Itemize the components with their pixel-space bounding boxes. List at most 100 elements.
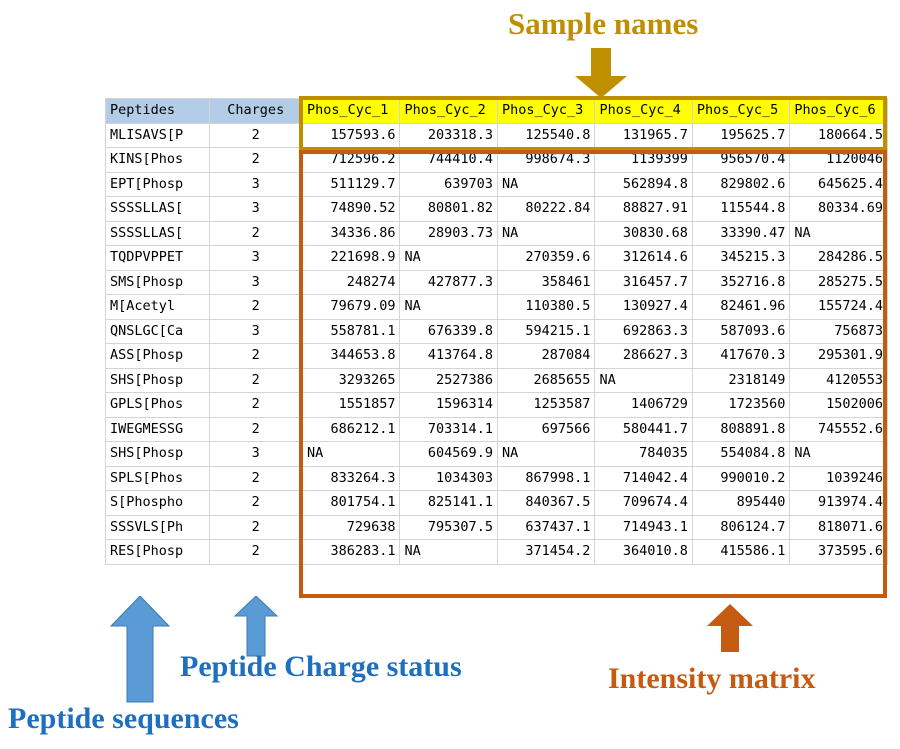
charge-cell[interactable]: 3 [208,441,303,467]
intensity-cell[interactable]: 1120046 [789,147,888,173]
intensity-cell[interactable]: 1551857 [301,392,401,418]
intensity-cell[interactable]: 2527386 [399,367,498,393]
intensity-cell[interactable]: NA [399,245,498,271]
intensity-cell[interactable]: NA [399,294,498,320]
intensity-cell[interactable]: 1502006 [789,392,888,418]
intensity-cell[interactable]: 729638 [301,514,401,540]
intensity-cell[interactable]: 352716.8 [691,269,791,295]
intensity-cell[interactable]: 4120553 [789,367,888,393]
intensity-cell[interactable]: 130927.4 [594,294,693,320]
peptide-sequence-cell[interactable]: M[Acetyl [105,294,210,320]
intensity-cell[interactable]: NA [496,441,596,467]
peptide-sequence-cell[interactable]: SHS[Phosp [105,441,210,467]
intensity-cell[interactable]: 1406729 [594,392,693,418]
intensity-cell[interactable]: 1596314 [399,392,498,418]
intensity-cell[interactable]: 386283.1 [301,539,401,565]
intensity-cell[interactable]: 895440 [691,490,791,516]
intensity-cell[interactable]: 594215.1 [496,318,596,344]
intensity-cell[interactable]: 676339.8 [399,318,498,344]
intensity-cell[interactable]: 80801.82 [399,196,498,222]
column-header-peptides[interactable]: Peptides [105,98,210,124]
peptide-sequence-cell[interactable]: S[Phospho [105,490,210,516]
intensity-cell[interactable]: 808891.8 [691,416,791,442]
charge-cell[interactable]: 3 [208,196,303,222]
peptide-sequence-cell[interactable]: KINS[Phos [105,147,210,173]
peptide-sequence-cell[interactable]: ASS[Phosp [105,343,210,369]
intensity-cell[interactable]: 316457.7 [594,269,693,295]
intensity-cell[interactable]: 745552.6 [789,416,888,442]
peptide-sequence-cell[interactable]: SSSSLLAS[ [105,196,210,222]
intensity-cell[interactable]: 511129.7 [301,171,401,197]
intensity-cell[interactable]: 371454.2 [496,539,596,565]
column-header-sample-3[interactable]: Phos_Cyc_3 [496,98,596,124]
intensity-cell[interactable]: 287084 [496,343,596,369]
intensity-cell[interactable]: 806124.7 [691,514,791,540]
column-header-sample-4[interactable]: Phos_Cyc_4 [594,98,693,124]
column-header-sample-2[interactable]: Phos_Cyc_2 [399,98,498,124]
intensity-cell[interactable]: 795307.5 [399,514,498,540]
peptide-sequence-cell[interactable]: RES[Phosp [105,539,210,565]
intensity-cell[interactable]: 358461 [496,269,596,295]
intensity-cell[interactable]: 956570.4 [691,147,791,173]
intensity-cell[interactable]: 34336.86 [301,220,401,246]
intensity-cell[interactable]: 580441.7 [594,416,693,442]
intensity-cell[interactable]: 913974.4 [789,490,888,516]
charge-cell[interactable]: 2 [208,514,303,540]
peptide-sequence-cell[interactable]: GPLS[Phos [105,392,210,418]
intensity-cell[interactable]: 82461.96 [691,294,791,320]
intensity-cell[interactable]: 1034303 [399,465,498,491]
peptide-sequence-cell[interactable]: SSSVLS[Ph [105,514,210,540]
intensity-cell[interactable]: 784035 [594,441,693,467]
intensity-cell[interactable]: NA [496,220,596,246]
column-header-sample-5[interactable]: Phos_Cyc_5 [691,98,791,124]
peptide-sequence-cell[interactable]: SPLS[Phos [105,465,210,491]
intensity-cell[interactable]: 79679.09 [301,294,401,320]
intensity-cell[interactable]: 703314.1 [399,416,498,442]
intensity-cell[interactable]: 587093.6 [691,318,791,344]
charge-cell[interactable]: 3 [208,171,303,197]
peptide-sequence-cell[interactable]: SSSSLLAS[ [105,220,210,246]
intensity-cell[interactable]: 115544.8 [691,196,791,222]
intensity-cell[interactable]: 74890.52 [301,196,401,222]
intensity-cell[interactable]: NA [594,367,693,393]
intensity-cell[interactable]: 284286.5 [789,245,888,271]
intensity-cell[interactable]: 829802.6 [691,171,791,197]
intensity-cell[interactable]: 286627.3 [594,343,693,369]
charge-cell[interactable]: 2 [208,147,303,173]
intensity-cell[interactable]: 373595.6 [789,539,888,565]
intensity-cell[interactable]: 712596.2 [301,147,401,173]
intensity-cell[interactable]: 801754.1 [301,490,401,516]
intensity-cell[interactable]: 415586.1 [691,539,791,565]
column-header-sample-1[interactable]: Phos_Cyc_1 [301,98,401,124]
intensity-cell[interactable]: 744410.4 [399,147,498,173]
peptide-sequence-cell[interactable]: MLISAVS[P [105,122,210,148]
charge-cell[interactable]: 2 [208,392,303,418]
column-header-charges[interactable]: Charges [208,98,303,124]
intensity-cell[interactable]: 427877.3 [399,269,498,295]
intensity-cell[interactable]: 364010.8 [594,539,693,565]
intensity-cell[interactable]: 2685655 [496,367,596,393]
intensity-cell[interactable]: NA [789,220,888,246]
intensity-cell[interactable]: 248274 [301,269,401,295]
intensity-cell[interactable]: 639703 [399,171,498,197]
intensity-cell[interactable]: NA [301,441,401,467]
intensity-cell[interactable]: NA [789,441,888,467]
charge-cell[interactable]: 2 [208,490,303,516]
intensity-cell[interactable]: 604569.9 [399,441,498,467]
intensity-cell[interactable]: 756873 [789,318,888,344]
peptide-sequence-cell[interactable]: TQDPVPPET [105,245,210,271]
intensity-cell[interactable]: 818071.6 [789,514,888,540]
intensity-cell[interactable]: 714943.1 [594,514,693,540]
